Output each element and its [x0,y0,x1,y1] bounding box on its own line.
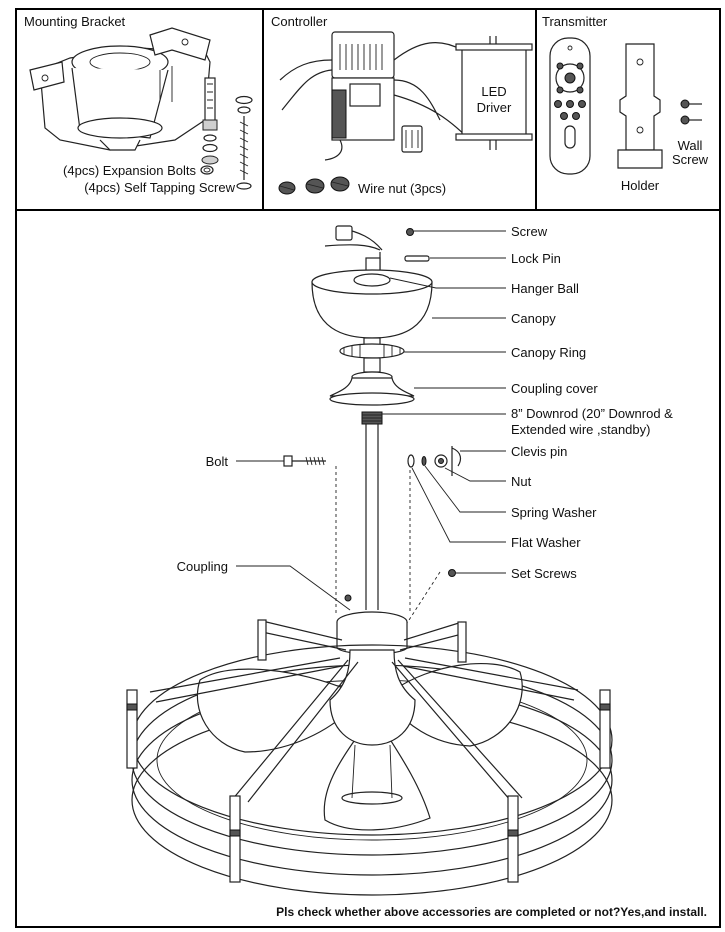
assembly-labels-left: Bolt Coupling [177,454,229,574]
wall-screw-label-line1: Wall [678,138,703,153]
canopy [311,269,433,339]
footer-note: Pls check whether above accessories are … [276,905,707,919]
label-clevis-pin: Clevis pin [511,444,567,459]
led-driver-label-line1: LED [481,84,506,99]
transmitter-panel: Transmitter Holder [542,14,709,193]
coupling-cover [329,371,415,406]
controller-panel: Controller LED Driver Wire nut (3pc [271,14,533,196]
mounting-bracket-drawing [29,27,211,151]
label-lock-pin: Lock Pin [511,251,561,266]
label-hanger-ball: Hanger Ball [511,281,579,296]
coupling [336,611,408,655]
label-downrod-line1: 8” Downrod (20” Downrod & [511,406,673,421]
label-bolt: Bolt [206,454,229,469]
mounting-bracket-title: Mounting Bracket [24,14,126,29]
label-coupling-cover: Coupling cover [511,381,598,396]
label-spring-washer: Spring Washer [511,505,597,520]
cage-posts [126,619,611,883]
spring-washer [421,456,427,466]
wire-nut-label: Wire nut (3pcs) [358,181,446,196]
label-coupling: Coupling [177,559,228,574]
nut [434,454,448,468]
supply-wires [324,225,383,272]
bolt [283,455,326,467]
motor [329,649,416,805]
label-canopy: Canopy [511,311,556,326]
label-set-screws: Set Screws [511,566,577,581]
wall-screw-drawing [680,99,702,125]
cage-spokes [149,619,579,803]
downrod [361,411,383,610]
top-screw [406,228,414,236]
holder-drawing [617,43,663,169]
expansion-bolts-label: (4pcs) Expansion Bolts [63,163,196,178]
outer-border [15,8,721,928]
fan-assembly [126,225,613,896]
label-screw: Screw [511,224,548,239]
assembly-labels-right: Screw Lock Pin Hanger Ball Canopy Canopy… [511,224,673,581]
canopy-ring [339,343,405,359]
flat-washer [407,454,415,468]
remote-transmitter-drawing [549,37,591,175]
led-driver-label-line2: Driver [477,100,512,115]
self-tapping-screw-drawing [235,95,253,190]
label-downrod-line2: Extended wire ,standby) [511,422,650,437]
label-canopy-ring: Canopy Ring [511,345,586,360]
mounting-bracket-panel: Mounting Bracket [24,14,253,195]
lock-pin [404,255,430,262]
self-tapping-screw-label: (4pcs) Self Tapping Screw [84,180,235,195]
led-driver-drawing: LED Driver [455,36,533,150]
holder-label: Holder [621,178,660,193]
controller-title: Controller [271,14,328,29]
transmitter-title: Transmitter [542,14,608,29]
fan-blades [196,662,523,831]
leader-lines [236,230,506,611]
expansion-bolt-drawing [201,77,219,165]
controller-drawing [279,31,471,161]
label-flat-washer: Flat Washer [511,535,581,550]
wall-screw-label-line2: Screw [672,152,709,167]
set-screws [448,569,456,577]
label-nut: Nut [511,474,532,489]
small-bolt-icon [200,165,214,175]
wire-nut-drawing [278,176,350,195]
clevis-pin [451,446,462,476]
